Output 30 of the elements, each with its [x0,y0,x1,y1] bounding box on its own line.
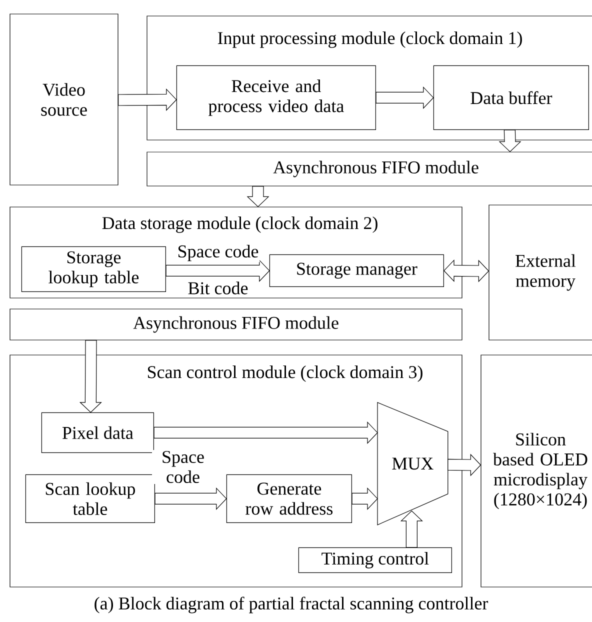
arrow [448,454,482,476]
buffer-box: Data buffer [433,65,589,130]
arrow [376,86,434,109]
display-box: Silicon based OLED microdisplay (1280×1024) [480,354,592,588]
mux-block: MUX [377,402,448,526]
table-box: Scan lookup table [25,474,155,523]
arrow [352,487,378,510]
data-box: Pixel data [41,412,154,453]
process-box: Receive and process video data [176,65,376,130]
fifo-bar: Asynchronous FIFO module [146,152,592,186]
source-box: Video source [10,14,118,186]
manager-box: Storage manager [269,254,444,287]
arrow [118,88,177,111]
arrow [79,340,102,413]
process-box: Generate row address [226,474,352,523]
arrow [246,186,270,208]
memory-box: External memory [488,204,592,340]
signal-label: Bit code [186,280,250,296]
edge-label: Space code [152,450,214,484]
arrow [154,487,227,510]
arrow [444,259,490,282]
arrow [498,130,522,152]
edge-label: Space code [176,244,260,262]
arrow [400,510,423,548]
arrow [154,421,378,444]
caption: (a) Block diagram of partial fractal scanning controller [94,596,488,614]
arrow [166,259,270,282]
table-box: Storage lookup table [21,246,166,292]
control-box: Timing control [298,547,452,573]
fifo-bar: Asynchronous FIFO module [10,308,462,340]
